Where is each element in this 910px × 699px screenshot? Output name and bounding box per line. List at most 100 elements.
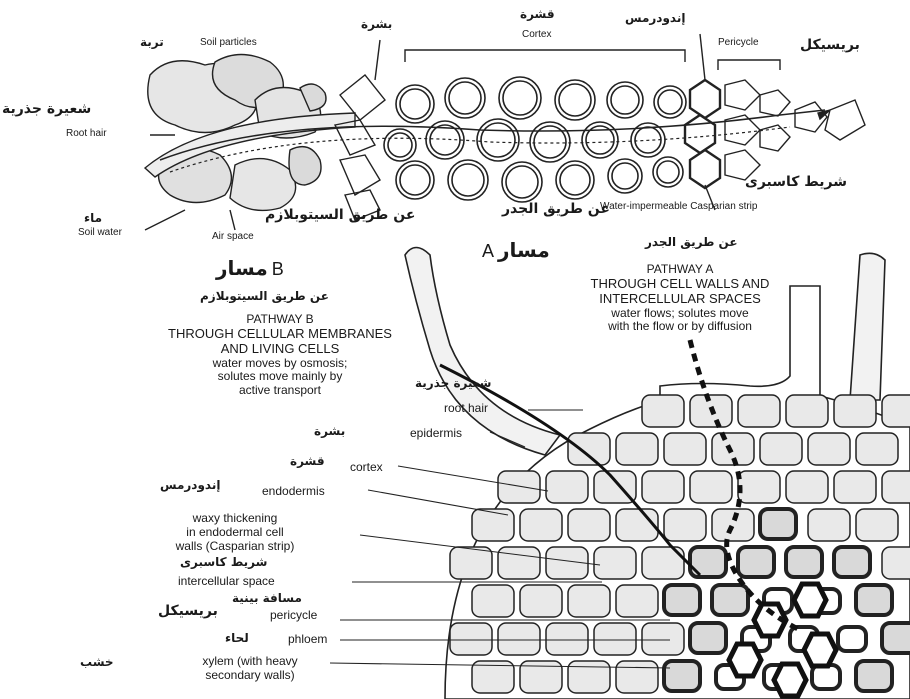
pericycle-label: Pericycle xyxy=(718,38,759,48)
cell xyxy=(882,395,910,427)
xylem-vessel xyxy=(774,664,806,696)
pathway-b-subtitle-ar: عن طريق السيتوبلازم xyxy=(200,290,329,302)
soil-particles-label: Soil particles xyxy=(200,38,257,48)
cortex-label: Cortex xyxy=(522,30,551,40)
cell xyxy=(882,547,910,579)
cell xyxy=(808,433,850,465)
xylem-vessel xyxy=(794,584,826,616)
casparian-strip-label: Water-impermeable Casparian strip xyxy=(600,202,757,212)
cell xyxy=(856,433,898,465)
soil-water-label: Soil water xyxy=(78,228,122,238)
cell xyxy=(520,509,562,541)
bottom-root-hair-label: root hair xyxy=(444,402,488,414)
cell xyxy=(838,627,866,651)
bottom-cortex-label: cortex xyxy=(350,461,383,473)
cell xyxy=(642,395,684,427)
phloem-label-ar: لحاء xyxy=(225,632,249,644)
waxy-line2: in endodermal cell xyxy=(110,526,360,540)
bottom-endodermis-label-ar: إندودرمس xyxy=(160,479,220,491)
pathway-b-line3: AND LIVING CELLS xyxy=(60,342,500,357)
root-hair-label: Root hair xyxy=(66,129,107,139)
apoplast-label-ar: عن طريق الجدر xyxy=(502,202,610,216)
cell xyxy=(786,547,822,577)
waxy-line3: walls (Casparian strip) xyxy=(110,540,360,554)
cell xyxy=(664,585,700,615)
pathway-a-line5: with the flow or by diffusion xyxy=(500,320,860,334)
cortex-label-ar: قشرة xyxy=(520,8,555,20)
cell xyxy=(856,509,898,541)
cell xyxy=(568,585,610,617)
xylem-vessel xyxy=(729,644,761,676)
cell xyxy=(738,547,774,577)
bottom-pericycle-label: pericycle xyxy=(270,609,317,621)
air-space-label: Air space xyxy=(212,232,254,242)
pericycle-label-ar: بريسيكل xyxy=(800,38,860,52)
cell xyxy=(690,471,732,503)
cell xyxy=(498,471,540,503)
cell xyxy=(568,509,610,541)
pathway-a-line1: PATHWAY A xyxy=(500,263,860,277)
endodermis-cells xyxy=(685,80,720,188)
pathway-b-line4: water moves by osmosis; xyxy=(60,357,500,371)
cell xyxy=(568,433,610,465)
cell xyxy=(712,509,754,541)
cell xyxy=(472,509,514,541)
cell xyxy=(616,661,658,693)
cell xyxy=(616,585,658,617)
cell xyxy=(786,471,828,503)
symplast-label-ar: عن طريق السيتوبلازم xyxy=(265,208,415,222)
pathway-a-letter: A xyxy=(482,241,494,261)
bottom-epidermis-label-ar: بشرة xyxy=(314,425,345,437)
root-hair-label-ar: شعيرة جذرية xyxy=(2,102,91,116)
pathway-a-line4: water flows; solutes move xyxy=(500,307,860,321)
cell xyxy=(882,471,910,503)
pathway-a-title-ar: مسار xyxy=(498,238,550,262)
cortex-cells xyxy=(384,77,686,202)
bottom-casparian-label-ar: شريط كاسبرى xyxy=(180,556,267,568)
xylem-description: xylem (with heavy secondary walls) xyxy=(150,655,350,683)
cell xyxy=(594,623,636,655)
cell xyxy=(856,585,892,615)
cell xyxy=(834,395,876,427)
cell xyxy=(546,623,588,655)
casparian-strip-label-ar: شريط كاسبرى xyxy=(745,175,847,189)
cell xyxy=(546,471,588,503)
pathway-a-title: A مسار xyxy=(482,240,550,261)
epidermis-cells xyxy=(335,75,385,220)
cell xyxy=(760,509,796,539)
cell xyxy=(450,623,492,655)
cell xyxy=(594,547,636,579)
pathway-a-subtitle-ar: عن طريق الجدر xyxy=(645,236,738,248)
cell xyxy=(834,547,870,577)
bottom-root-hair-label-ar: شعيرة جذرية xyxy=(415,377,491,389)
cell xyxy=(520,585,562,617)
cell xyxy=(712,585,748,615)
waxy-line1: waxy thickening xyxy=(110,512,360,526)
pericycle-cells xyxy=(725,80,865,180)
cell xyxy=(834,471,876,503)
pathway-b-title-ar: مسار xyxy=(216,256,268,280)
cell xyxy=(856,661,892,691)
cell xyxy=(664,433,706,465)
bottom-pericycle-label-ar: بريسيكل xyxy=(158,604,218,618)
pathway-a-line3: INTERCELLULAR SPACES xyxy=(500,292,860,307)
pathway-a-description: PATHWAY A THROUGH CELL WALLS AND INTERCE… xyxy=(500,263,860,334)
cell xyxy=(642,471,684,503)
pathway-b-letter: B xyxy=(272,259,284,279)
phloem-label: phloem xyxy=(288,633,327,645)
xylem-vessel xyxy=(804,634,836,666)
intercellular-space-label-ar: مسافة بينية xyxy=(232,592,302,604)
endodermis-label-ar: إندودرمس xyxy=(625,12,685,24)
cell xyxy=(472,585,514,617)
cell xyxy=(812,665,840,689)
cell xyxy=(498,623,540,655)
cell xyxy=(642,623,684,655)
xylem-line2: secondary walls) xyxy=(150,669,350,683)
pathway-b-title: مسار B xyxy=(216,258,284,279)
cell xyxy=(568,661,610,693)
pathway-b-line2: THROUGH CELLULAR MEMBRANES xyxy=(60,327,500,342)
intercellular-space-label: intercellular space xyxy=(178,575,275,587)
cell xyxy=(808,509,850,541)
cell xyxy=(498,547,540,579)
